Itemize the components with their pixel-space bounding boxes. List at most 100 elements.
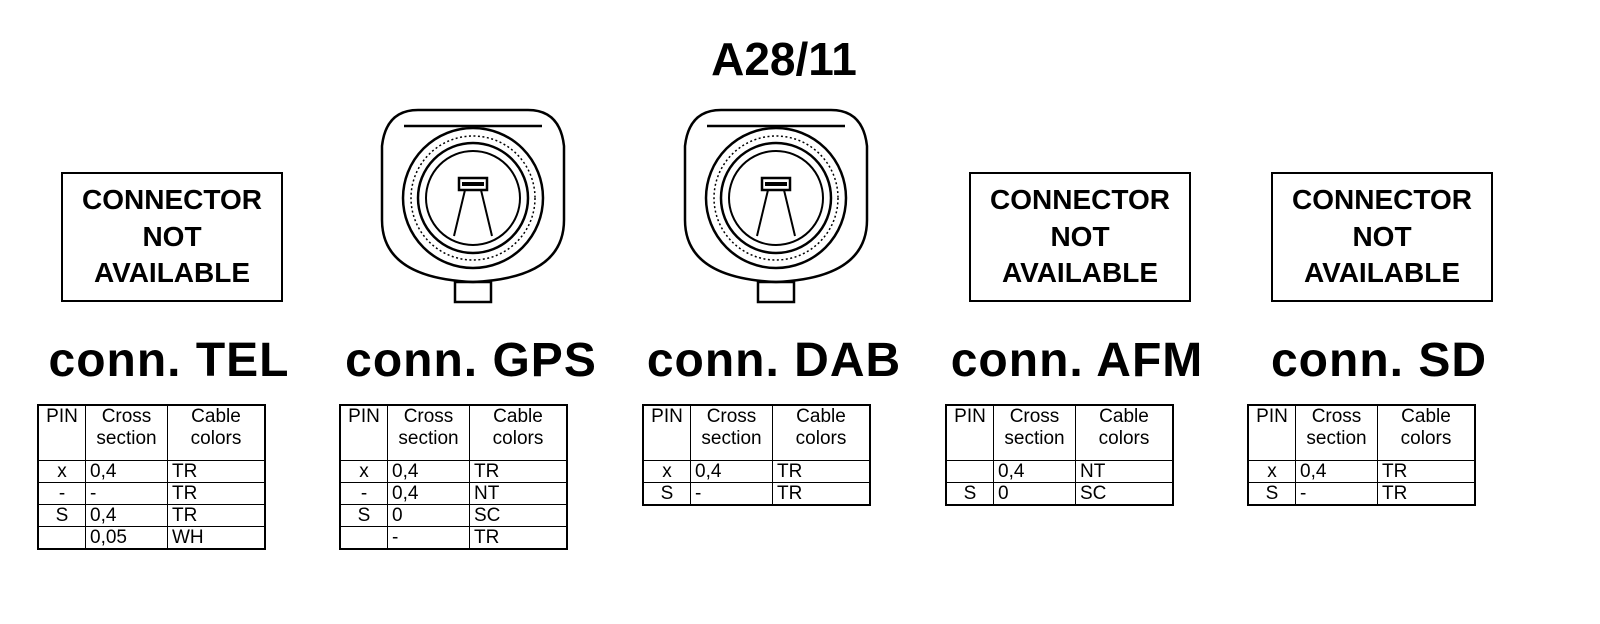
cell-pin: x bbox=[1247, 460, 1296, 483]
coax-connector-drawing bbox=[380, 108, 566, 304]
cell-pin: x bbox=[642, 460, 691, 483]
cell-pin: S bbox=[339, 504, 388, 527]
cell-pin: S bbox=[37, 504, 86, 527]
na-line-2: NOT bbox=[142, 220, 202, 252]
cell-cross-section: - bbox=[387, 526, 470, 550]
cell-color: SC bbox=[469, 504, 568, 527]
connector-name: conn. AFM bbox=[950, 334, 1204, 387]
cell-color: TR bbox=[772, 460, 871, 483]
cell-color: NT bbox=[1075, 460, 1174, 483]
header-pin: PIN bbox=[37, 404, 86, 461]
na-line-3: AVAILABLE bbox=[93, 257, 251, 289]
header-pin: PIN bbox=[339, 404, 388, 461]
cell-cross-section: 0 bbox=[387, 504, 470, 527]
cell-cross-section: 0,4 bbox=[387, 460, 470, 483]
diagram-title: A28/11 bbox=[0, 36, 1600, 82]
na-line-2: NOT bbox=[1352, 220, 1412, 252]
cell-pin bbox=[945, 460, 994, 483]
na-line-1: CONNECTOR bbox=[82, 184, 262, 216]
header-pin: PIN bbox=[1247, 404, 1296, 461]
connector-name: conn. DAB bbox=[646, 334, 902, 387]
cell-cross-section: - bbox=[85, 482, 168, 505]
cell-color: TR bbox=[469, 460, 568, 483]
na-line-2: NOT bbox=[1050, 220, 1110, 252]
cell-color: TR bbox=[772, 482, 871, 506]
cell-color: SC bbox=[1075, 482, 1174, 506]
cell-color: TR bbox=[1377, 482, 1476, 506]
cell-cross-section: 0,4 bbox=[85, 460, 168, 483]
coax-connector-drawing bbox=[683, 108, 869, 304]
cell-cross-section: 0,4 bbox=[1295, 460, 1378, 483]
cell-color: NT bbox=[469, 482, 568, 505]
na-line-1: CONNECTOR bbox=[1292, 184, 1472, 216]
cell-pin: - bbox=[339, 482, 388, 505]
table-row: S-TR bbox=[642, 482, 871, 506]
cell-pin bbox=[37, 526, 86, 550]
cell-pin: - bbox=[37, 482, 86, 505]
cell-cross-section: - bbox=[1295, 482, 1378, 506]
header-pin: PIN bbox=[945, 404, 994, 461]
cell-pin: S bbox=[1247, 482, 1296, 506]
cell-color: TR bbox=[167, 482, 266, 505]
connector-sd: CONNECTOR NOT AVAILABLE conn. SD PIN Cro… bbox=[1244, 0, 1514, 624]
cell-cross-section: 0,4 bbox=[993, 460, 1076, 483]
cell-color: TR bbox=[469, 526, 568, 550]
cell-color: TR bbox=[167, 460, 266, 483]
connector-name: conn. TEL bbox=[48, 334, 290, 387]
cell-pin: x bbox=[339, 460, 388, 483]
connector-name: conn. SD bbox=[1270, 334, 1487, 387]
connector-not-available-box: CONNECTOR NOT AVAILABLE bbox=[969, 172, 1191, 302]
na-line-3: AVAILABLE bbox=[1001, 257, 1159, 289]
table-row: S-TR bbox=[1247, 482, 1476, 506]
cell-pin: S bbox=[642, 482, 691, 506]
title-text: A28/11 bbox=[711, 33, 857, 85]
na-line-1: CONNECTOR bbox=[990, 184, 1170, 216]
na-line-3: AVAILABLE bbox=[1303, 257, 1461, 289]
cell-pin: x bbox=[37, 460, 86, 483]
connector-name: conn. GPS bbox=[345, 334, 597, 387]
cell-cross-section: 0,4 bbox=[387, 482, 470, 505]
cell-cross-section: 0,4 bbox=[85, 504, 168, 527]
cell-color: WH bbox=[167, 526, 266, 550]
cell-pin: S bbox=[945, 482, 994, 506]
cell-pin bbox=[339, 526, 388, 550]
connector-not-available-box: CONNECTOR NOT AVAILABLE bbox=[61, 172, 283, 302]
cell-color: TR bbox=[167, 504, 266, 527]
table-row: --TR bbox=[37, 482, 266, 505]
cell-cross-section: - bbox=[690, 482, 773, 506]
header-pin: PIN bbox=[642, 404, 691, 461]
connector-afm: CONNECTOR NOT AVAILABLE conn. AFM PIN Cr… bbox=[942, 0, 1212, 624]
connector-tel: CONNECTOR NOT AVAILABLE conn. TEL PIN Cr… bbox=[34, 0, 304, 624]
